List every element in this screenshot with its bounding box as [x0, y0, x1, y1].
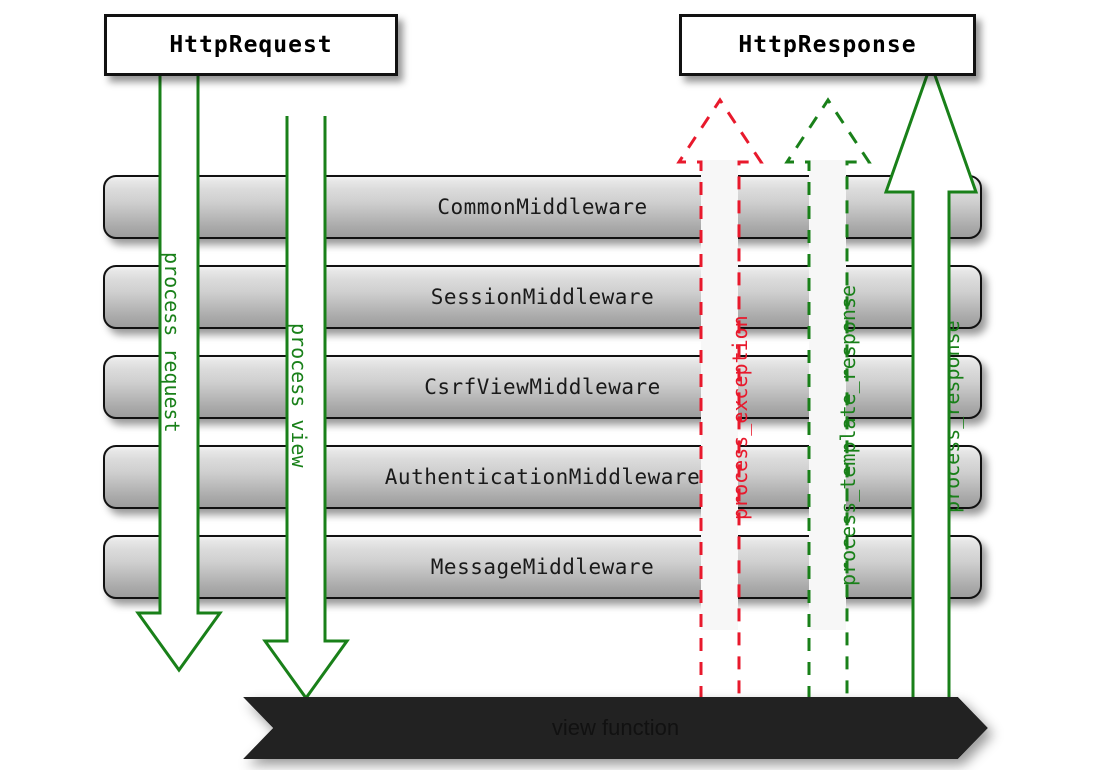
view-function-label: view function — [551, 715, 680, 740]
middleware-label: CsrfViewMiddleware — [424, 375, 661, 399]
hook-label-process-exception: process_exception — [728, 315, 752, 520]
arrow-process-template-response — [784, 96, 872, 701]
hook-label-process-response: process_response — [940, 320, 964, 513]
flow-lane-mask-process-template-response — [812, 172, 843, 627]
middleware-label: CommonMiddleware — [437, 195, 648, 219]
endpoint-label: HttpResponse — [738, 32, 917, 58]
hook-label-process-view: process_view — [287, 323, 311, 468]
endpoint-box-httpresponse: HttpResponse — [679, 14, 976, 76]
hook-label-process-template-response: process_template_response — [836, 284, 860, 586]
arrow-shape — [784, 97, 872, 699]
endpoint-label: HttpRequest — [169, 32, 333, 58]
middleware-label: SessionMiddleware — [430, 285, 655, 309]
hook-label-process-request: process_request — [160, 252, 184, 433]
arrow-process-exception — [676, 96, 764, 701]
view-function-banner: view function — [243, 697, 988, 759]
arrow-process-response — [881, 59, 981, 702]
arrow-shape — [135, 60, 223, 673]
flow-lane-mask-process-exception — [704, 172, 735, 627]
arrow-process-request — [135, 60, 223, 675]
endpoint-box-httprequest: HttpRequest — [104, 14, 398, 76]
middleware-label: AuthenticationMiddleware — [384, 465, 701, 489]
arrow-shape — [676, 97, 764, 699]
middleware-label: MessageMiddleware — [430, 555, 655, 579]
